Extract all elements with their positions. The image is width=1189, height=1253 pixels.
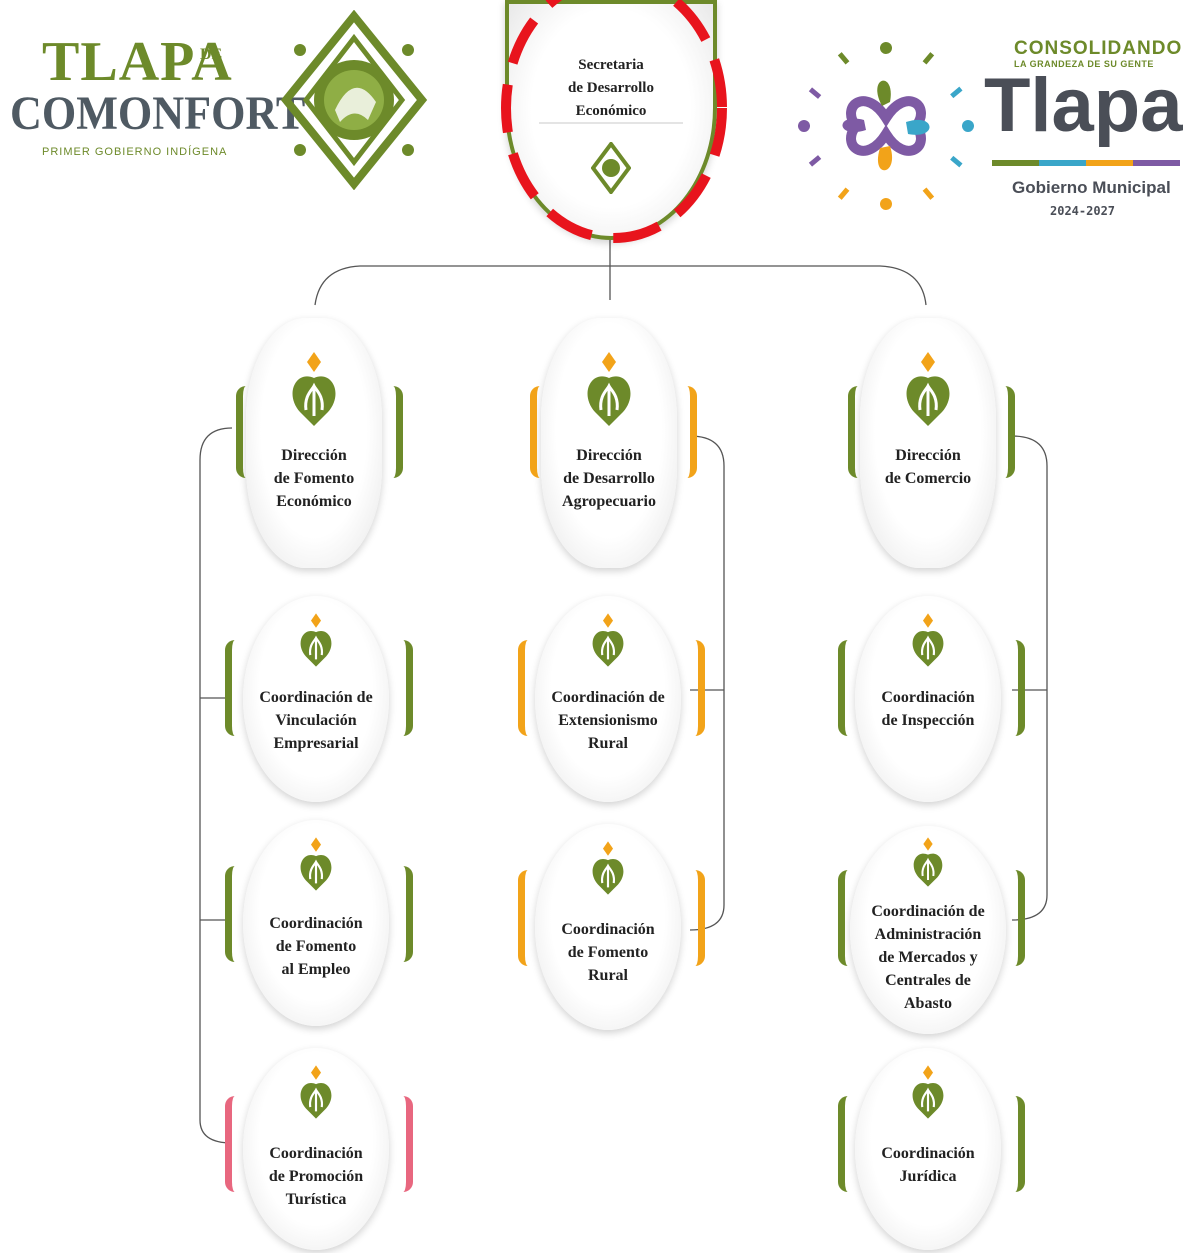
coordination-node: Coordinación de Vinculación Empresarial	[243, 596, 389, 802]
municipal-seal-small-icon	[591, 142, 631, 194]
coordination-label: Coordinación de Inspección	[881, 689, 975, 729]
coordination-node: Coordinación Jurídica	[855, 1048, 1001, 1250]
leaf-emblem-icon	[913, 837, 943, 887]
coordination-node: Coordinación de Inspección	[855, 596, 1001, 802]
logo-right-color-bar	[992, 160, 1180, 166]
highlight-dashed-ring	[501, 0, 727, 243]
direction-node: Dirección de Fomento Económico	[246, 318, 382, 568]
coordination-label: Coordinación de Extensionismo Rural	[551, 689, 665, 752]
bracket-right	[396, 640, 413, 736]
bracket-left	[518, 870, 535, 966]
root-divider	[539, 122, 683, 124]
bracket-right	[386, 386, 403, 478]
coordination-node: Coordinación de Extensionismo Rural	[535, 596, 681, 802]
bracket-left	[530, 386, 547, 478]
coordination-node: Coordinación de Fomento al Empleo	[243, 820, 389, 1026]
bracket-right	[688, 870, 705, 966]
coordination-node: Coordinación de Administración de Mercad…	[850, 826, 1006, 1034]
bracket-left	[838, 870, 855, 966]
municipal-seal-icon	[280, 10, 428, 190]
bracket-right	[396, 1096, 413, 1192]
root-label: Secretaria de Desarrollo Económico	[568, 57, 654, 119]
bracket-right	[1008, 640, 1025, 736]
bracket-right	[1008, 1096, 1025, 1192]
bracket-left	[518, 640, 535, 736]
bracket-left	[225, 866, 242, 962]
leaf-emblem-icon	[300, 837, 332, 891]
coordination-node: Coordinación de Fomento Rural	[535, 824, 681, 1030]
leaf-emblem-icon	[587, 352, 631, 426]
logo-right-big: Tlapa	[984, 63, 1183, 148]
logo-left-de: DE	[200, 46, 223, 63]
logo-right-line2: LA GRANDEZA DE SU GENTE	[1014, 59, 1154, 69]
bracket-left	[848, 386, 865, 478]
logo-right-years: 2024-2027	[1050, 204, 1116, 218]
org-root-node: Secretaria de Desarrollo Económico	[505, 0, 717, 240]
leaf-emblem-icon	[592, 613, 624, 667]
tlapa-flower-logo-icon	[798, 42, 974, 210]
logo-left-name-line2: COMONFORT	[10, 87, 306, 140]
bracket-right	[1008, 870, 1025, 966]
coordination-label: Coordinación de Vinculación Empresarial	[259, 689, 373, 752]
direction-node: Dirección de Comercio	[860, 318, 996, 568]
direction-node: Dirección de Desarrollo Agropecuario	[541, 318, 677, 568]
bracket-left	[225, 1096, 242, 1192]
logo-left-tagline: PRIMER GOBIERNO INDÍGENA	[42, 146, 228, 158]
bracket-right	[680, 386, 697, 478]
bracket-left	[838, 640, 855, 736]
coordination-label: Coordinación de Administración de Mercad…	[871, 903, 985, 1012]
bracket-left	[236, 386, 253, 478]
bracket-left	[838, 1096, 855, 1192]
leaf-emblem-icon	[912, 1065, 944, 1119]
bracket-left	[225, 640, 242, 736]
leaf-emblem-icon	[292, 352, 336, 426]
leaf-emblem-icon	[906, 352, 950, 426]
leaf-emblem-icon	[300, 613, 332, 667]
leaf-emblem-icon	[300, 1065, 332, 1119]
logo-right-line1: CONSOLIDANDO	[1014, 38, 1183, 59]
bracket-right	[998, 386, 1015, 478]
bracket-right	[396, 866, 413, 962]
coordination-label: Coordinación de Promoción Turística	[268, 1145, 364, 1208]
direction-label: Dirección de Comercio	[884, 447, 972, 487]
direction-label: Dirección de Desarrollo Agropecuario	[562, 447, 656, 510]
leaf-emblem-icon	[912, 613, 944, 667]
coordination-label: Coordinación Jurídica	[881, 1145, 975, 1185]
coordination-label: Coordinación de Fomento Rural	[561, 921, 655, 984]
bracket-right	[688, 640, 705, 736]
direction-label: Dirección de Fomento Económico	[273, 447, 355, 510]
coordination-label: Coordinación de Fomento al Empleo	[269, 915, 363, 978]
coordination-node: Coordinación de Promoción Turística	[243, 1048, 389, 1250]
logo-right-line3: Gobierno Municipal	[1012, 178, 1171, 197]
logo-left-name-line1: TLAPA	[42, 31, 233, 93]
leaf-emblem-icon	[592, 841, 624, 895]
